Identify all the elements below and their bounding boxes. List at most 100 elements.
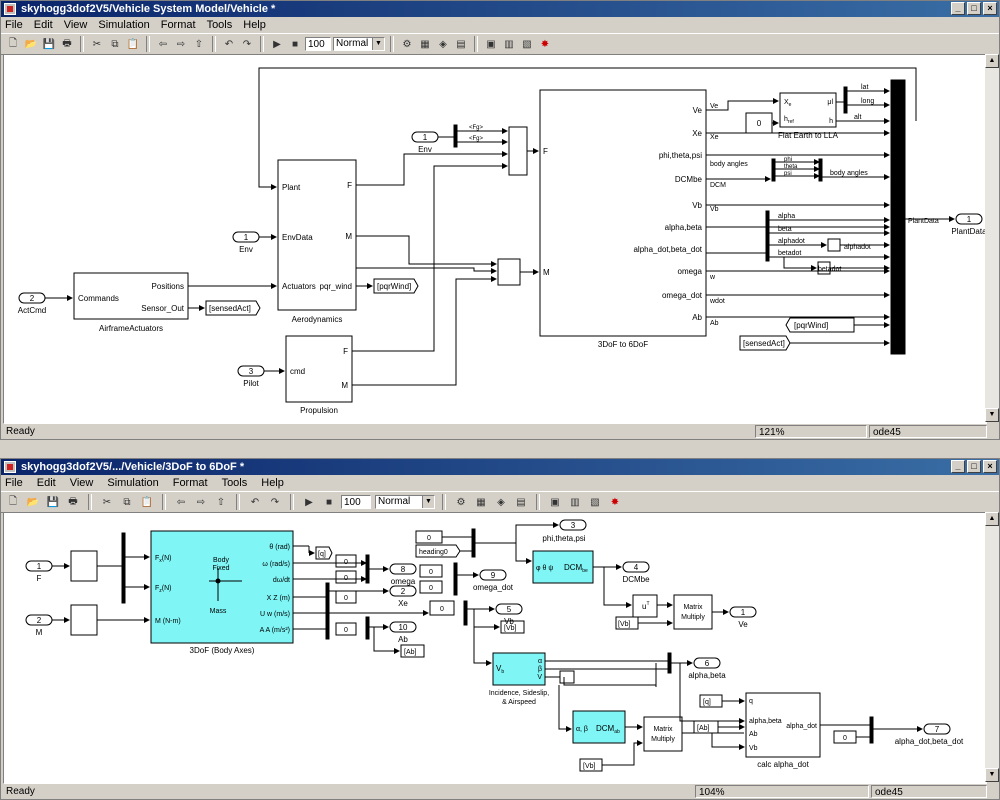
sim-mode-select[interactable]: Normal▼ bbox=[375, 495, 435, 509]
scroll-down-icon[interactable]: ▼ bbox=[985, 768, 999, 782]
menu-tools[interactable]: Tools bbox=[221, 477, 248, 489]
menu-file[interactable]: File bbox=[5, 19, 23, 31]
cut-icon[interactable]: ✂ bbox=[102, 496, 112, 508]
play-icon[interactable]: ▶ bbox=[273, 38, 281, 50]
outport-vb[interactable] bbox=[495, 603, 523, 615]
close-button[interactable]: × bbox=[983, 2, 997, 15]
model-explorer-icon[interactable]: ▤ bbox=[516, 496, 526, 508]
mux-vb[interactable] bbox=[463, 600, 468, 626]
close-button[interactable]: × bbox=[983, 460, 997, 473]
undo-icon[interactable]: ↶ bbox=[250, 496, 260, 508]
menu-view[interactable]: View bbox=[69, 477, 94, 489]
explorer-icon[interactable]: ▥ bbox=[504, 38, 514, 50]
goto-vb[interactable] bbox=[500, 620, 525, 634]
mux-alpha-beta[interactable] bbox=[667, 652, 672, 674]
vertical-scrollbar[interactable]: ▲ ▼ bbox=[985, 512, 999, 782]
save-icon[interactable]: 💾 bbox=[42, 38, 56, 50]
menu-file[interactable]: File bbox=[5, 477, 23, 489]
forward-icon[interactable]: ⇨ bbox=[176, 38, 186, 50]
demux-alpha-beta[interactable] bbox=[765, 210, 770, 262]
menu-simulation[interactable]: Simulation bbox=[98, 19, 150, 31]
copy-icon[interactable]: ⧉ bbox=[111, 38, 119, 50]
mux-omegadot[interactable] bbox=[453, 562, 458, 596]
update-icon[interactable]: ▦ bbox=[476, 496, 486, 508]
demux-lla[interactable] bbox=[843, 86, 848, 114]
stop-time-input[interactable] bbox=[305, 37, 331, 51]
scroll-up-icon[interactable]: ▲ bbox=[985, 54, 999, 68]
outport-alpha-beta[interactable] bbox=[693, 657, 721, 669]
scroll-up-icon[interactable]: ▲ bbox=[985, 512, 999, 526]
sum-force[interactable] bbox=[508, 126, 528, 176]
goto-heading0[interactable] bbox=[415, 544, 461, 558]
cut-icon[interactable]: ✂ bbox=[92, 38, 102, 50]
new-icon[interactable]: 🗋 bbox=[8, 37, 18, 49]
goto-q[interactable] bbox=[315, 546, 333, 560]
bus-creator-plantdata[interactable] bbox=[890, 79, 906, 355]
paste-icon[interactable]: 📋 bbox=[140, 496, 154, 508]
print-icon[interactable]: 🖶 bbox=[62, 37, 72, 49]
const-0-e[interactable] bbox=[419, 564, 443, 578]
block-propulsion[interactable] bbox=[285, 335, 353, 403]
maximize-button[interactable]: □ bbox=[967, 460, 981, 473]
block-matrix-multiply-1[interactable] bbox=[673, 594, 713, 630]
new-icon[interactable]: 🗋 bbox=[8, 495, 18, 507]
menu-edit[interactable]: Edit bbox=[36, 477, 56, 489]
from-q[interactable] bbox=[699, 694, 723, 708]
goto-sensedact[interactable] bbox=[205, 300, 261, 316]
properties-icon[interactable]: ▧ bbox=[522, 38, 532, 50]
stop-icon[interactable]: ■ bbox=[325, 496, 333, 508]
title-bar[interactable]: skyhogg3dof2V5/Vehicle System Model/Vehi… bbox=[1, 1, 999, 17]
vertical-scrollbar[interactable]: ▲ ▼ bbox=[985, 54, 999, 422]
mux-phi[interactable] bbox=[471, 528, 476, 558]
outport-phi[interactable] bbox=[559, 519, 587, 531]
up-icon[interactable]: ⇧ bbox=[194, 38, 204, 50]
mux-alpha-dot[interactable] bbox=[869, 716, 874, 744]
mux-force[interactable] bbox=[121, 532, 126, 604]
menu-view[interactable]: View bbox=[63, 19, 88, 31]
open-icon[interactable]: 📂 bbox=[24, 38, 38, 50]
selector-m[interactable] bbox=[70, 604, 98, 636]
goto-ab[interactable] bbox=[400, 644, 425, 658]
block-dcm-ab[interactable] bbox=[572, 710, 626, 744]
block-3dof-body-axes[interactable] bbox=[150, 530, 294, 644]
block-dcm-be[interactable] bbox=[532, 550, 594, 584]
menu-help[interactable]: Help bbox=[261, 477, 284, 489]
minimize-button[interactable]: _ bbox=[951, 460, 965, 473]
up-icon[interactable]: ⇧ bbox=[216, 496, 226, 508]
minimize-button[interactable]: _ bbox=[951, 2, 965, 15]
bus-selector-fg[interactable] bbox=[453, 124, 458, 148]
mux-ab[interactable] bbox=[365, 616, 370, 640]
from-pqrwind[interactable] bbox=[785, 317, 855, 333]
library-icon[interactable]: ▣ bbox=[550, 496, 560, 508]
block-transpose[interactable] bbox=[632, 594, 658, 618]
sim-mode-select[interactable]: Normal▼ bbox=[333, 37, 385, 51]
menu-tools[interactable]: Tools bbox=[206, 19, 233, 31]
back-icon[interactable]: ⇦ bbox=[176, 496, 186, 508]
menu-help[interactable]: Help bbox=[243, 19, 266, 31]
outport-ab[interactable] bbox=[389, 621, 417, 633]
debugger-icon[interactable]: ✸ bbox=[610, 496, 620, 508]
outport-alpha-dot-beta-dot[interactable] bbox=[923, 723, 951, 735]
save-icon[interactable]: 💾 bbox=[46, 496, 60, 508]
build-icon[interactable]: ⚙ bbox=[456, 496, 466, 508]
back-icon[interactable]: ⇦ bbox=[158, 38, 168, 50]
debugger-icon[interactable]: ✸ bbox=[540, 38, 550, 50]
copy-icon[interactable]: ⧉ bbox=[123, 496, 131, 508]
model-explorer-icon[interactable]: ▤ bbox=[456, 38, 466, 50]
demux-body-angles[interactable] bbox=[771, 158, 776, 182]
scope-alphadot[interactable] bbox=[827, 238, 841, 252]
const-0-f[interactable] bbox=[419, 580, 443, 594]
menu-edit[interactable]: Edit bbox=[33, 19, 53, 31]
const-0-b[interactable] bbox=[335, 570, 357, 584]
stop-icon[interactable]: ■ bbox=[291, 38, 299, 50]
selector-f[interactable] bbox=[70, 550, 98, 582]
open-icon[interactable]: 📂 bbox=[26, 496, 40, 508]
explorer-icon[interactable]: ▥ bbox=[570, 496, 580, 508]
outport-plantdata[interactable] bbox=[955, 213, 983, 225]
title-bar[interactable]: skyhogg3dof2V5/.../Vehicle/3DoF to 6DoF … bbox=[1, 459, 999, 475]
block-flat-earth-to-lla[interactable] bbox=[779, 92, 837, 128]
debug-icon[interactable]: ◈ bbox=[497, 496, 505, 508]
menu-simulation[interactable]: Simulation bbox=[107, 477, 159, 489]
from-vb[interactable] bbox=[615, 616, 639, 630]
play-icon[interactable]: ▶ bbox=[305, 496, 313, 508]
